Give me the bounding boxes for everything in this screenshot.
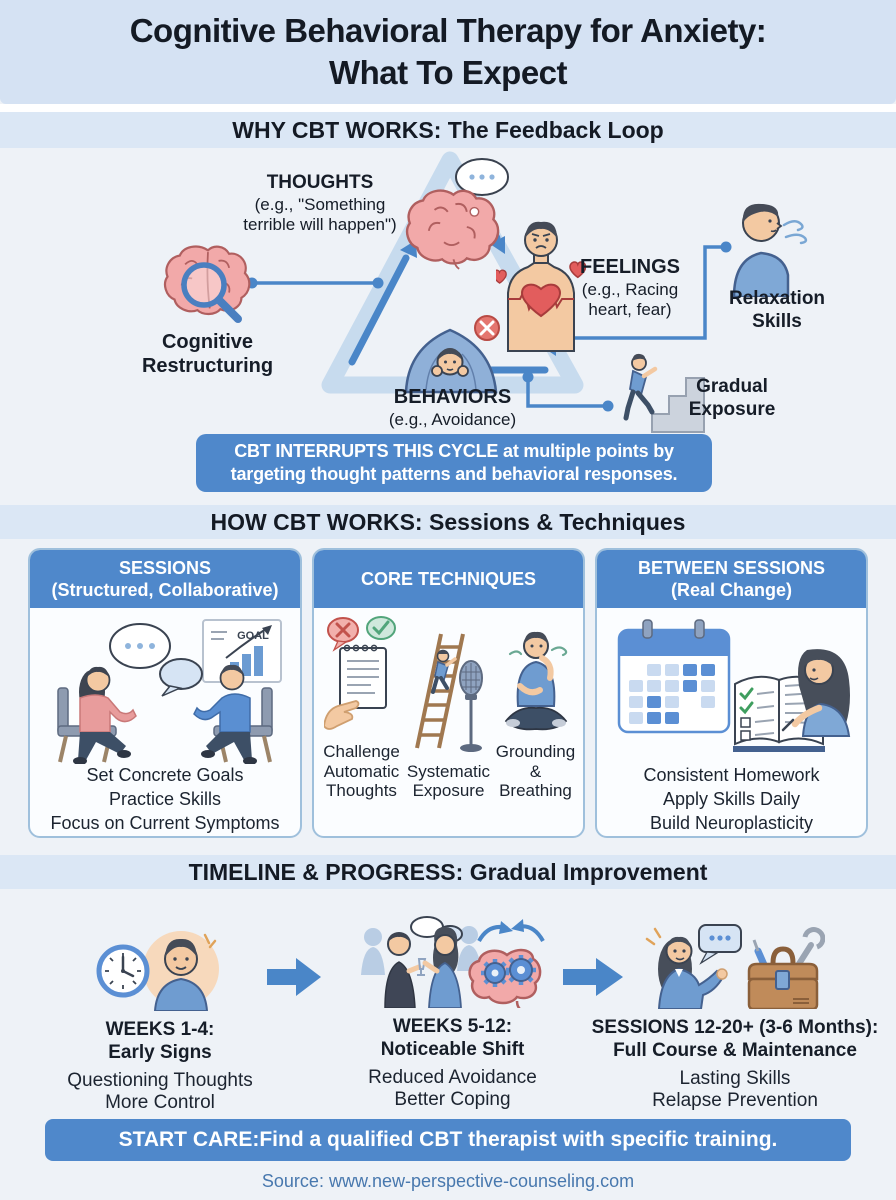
technique-exposure: Systematic Exposure — [405, 628, 491, 801]
spacer — [0, 497, 896, 505]
heart-icon — [520, 283, 562, 318]
start-care-rest: Find a qualified CBT therapist with spec… — [259, 1128, 778, 1151]
section-heading-loop: WHY CBT WORKS: The Feedback Loop — [0, 112, 896, 148]
calendar-icon — [617, 619, 730, 734]
separator — [0, 104, 896, 112]
technique-grounding: Grounding & Breathing — [492, 624, 578, 801]
milestone1-points: Questioning Thoughts More Control — [67, 1069, 253, 1114]
card-sessions-title: SESSIONS (Structured, Collaborative) — [30, 550, 300, 608]
timeline-section: WEEKS 1-4: Early Signs Questioning Thoug… — [0, 889, 896, 1117]
card-core-techniques: CORE TECHNIQUES — [312, 548, 585, 838]
social-brain-icon — [360, 916, 545, 1008]
milestone1-heading: WEEKS 1-4: Early Signs — [105, 1019, 215, 1063]
blanket-person-icon — [404, 315, 500, 394]
card-sessions: SESSIONS (Structured, Collaborative) GOA… — [28, 548, 302, 838]
start-care-strong: START CARE: — [118, 1128, 260, 1151]
writing-woman-icon — [781, 649, 850, 737]
footer-section: START CARE: Find a qualified CBT therapi… — [0, 1117, 896, 1200]
thoughts-title: THOUGHTS — [266, 172, 374, 193]
clock-person-icon — [96, 931, 219, 1011]
cycle-interrupt-banner: CBT INTERRUPTS THIS CYCLE at multiple po… — [196, 434, 712, 492]
feelings-person-icon — [496, 221, 586, 352]
right-arrow-icon — [563, 958, 623, 996]
page-title-line1: Cognitive Behavioral Therapy for Anxiety… — [129, 11, 767, 49]
feelings-title: FEELINGS — [579, 256, 680, 278]
behaviors-title: BEHAVIORS — [393, 386, 512, 408]
banner-strong: CBT INTERRUPTS THIS CYCLE — [234, 440, 499, 461]
ladder-climb-icon — [414, 633, 483, 752]
gradual-exposure-label: Gradual Exposure — [688, 376, 776, 421]
meditating-person-icon — [504, 631, 567, 731]
feelings-example: (e.g., Racing heart, fear) — [581, 280, 679, 320]
person-bust-icon — [153, 933, 216, 1011]
milestone-sessions-12-20: SESSIONS 12-20+ (3-6 Months): Full Cours… — [580, 923, 890, 1113]
brain-gears-icon — [467, 919, 545, 1008]
stairs-climb-icon — [623, 353, 705, 433]
source-link[interactable]: Source: www.new-perspective-counseling.c… — [261, 1171, 635, 1191]
therapy-session-icon: GOAL — [57, 619, 282, 764]
x-bubble-icon — [326, 617, 359, 652]
technique-challenge: Challenge Automatic Thoughts — [318, 614, 404, 801]
milestone-weeks-1-4: WEEKS 1-4: Early Signs Questioning Thoug… — [28, 927, 292, 1115]
card-between-title: BETWEEN SESSIONS (Real Change) — [597, 550, 866, 608]
relaxation-skills-label: Relaxation Skills — [728, 288, 826, 333]
svg-text:GOAL: GOAL — [237, 630, 269, 642]
milestone2-heading: WEEKS 5-12: Noticeable Shift — [380, 1016, 525, 1060]
start-care-banner: START CARE: Find a qualified CBT therapi… — [45, 1119, 851, 1161]
milestone3-heading: SESSIONS 12-20+ (3-6 Months): Full Cours… — [591, 1017, 879, 1061]
x-badge-icon — [474, 315, 500, 341]
milestone2-points: Reduced Avoidance Better Coping — [368, 1066, 537, 1111]
milestone3-points: Lasting Skills Relapse Prevention — [652, 1067, 818, 1112]
technique-challenge-label: Challenge Automatic Thoughts — [323, 742, 400, 801]
right-arrow-icon — [267, 958, 321, 996]
behaviors-label: BEHAVIORS (e.g., Avoidance) — [350, 386, 555, 430]
check-bubble-icon — [365, 616, 396, 640]
milestone-weeks-5-12: WEEKS 5-12: Noticeable Shift Reduced Avo… — [330, 915, 575, 1112]
goal-chart-icon: GOAL — [202, 619, 282, 683]
toolbox-icon — [747, 927, 825, 1009]
cognitive-restructuring-label: Cognitive Restructuring — [141, 331, 274, 378]
clock-icon — [96, 944, 149, 998]
thoughts-example: (e.g., "Something terrible will happen") — [243, 195, 397, 235]
card-between-sessions: BETWEEN SESSIONS (Real Change) — [595, 548, 868, 838]
microphone-icon — [458, 659, 483, 752]
behaviors-example: (e.g., Avoidance) — [388, 410, 517, 429]
feelings-label: FEELINGS (e.g., Racing heart, fear) — [575, 256, 685, 321]
breathing-person-icon — [732, 203, 808, 297]
techniques-row: Challenge Automatic Thoughts — [318, 614, 579, 801]
journal-writing-icon — [617, 619, 850, 752]
woman-toolbox-icon — [645, 924, 825, 1009]
technique-grounding-label: Grounding & Breathing — [495, 742, 576, 801]
title-band: Cognitive Behavioral Therapy for Anxiety… — [0, 0, 896, 104]
magnifier-brain-icon — [164, 245, 251, 323]
brain-shape — [406, 189, 500, 270]
notepad-hand-icon — [323, 616, 396, 730]
thoughts-label: THOUGHTS (e.g., "Something terrible will… — [195, 172, 445, 236]
section-heading-how: HOW CBT WORKS: Sessions & Techniques — [0, 505, 896, 539]
thought-brain-icon — [406, 158, 509, 270]
presenting-woman-icon — [645, 924, 742, 1009]
technique-exposure-label: Systematic Exposure — [406, 761, 491, 801]
small-hearts-icon — [496, 261, 586, 284]
feedback-loop-diagram: THOUGHTS (e.g., "Something terrible will… — [0, 148, 896, 497]
page-title-line2: What To Expect — [328, 54, 568, 91]
card-techniques-title: CORE TECHNIQUES — [314, 550, 583, 608]
card-sessions-points: Set Concrete Goals Practice Skills Focus… — [50, 765, 280, 833]
social-scene-icon — [383, 916, 463, 1008]
section-heading-timeline: TIMELINE & PROGRESS: Gradual Improvement — [0, 855, 896, 889]
banner-rest: at multiple points by targeting thought … — [230, 440, 678, 484]
cards-section: SESSIONS (Structured, Collaborative) GOA… — [0, 539, 896, 855]
card-between-points: Consistent Homework Apply Skills Daily B… — [643, 765, 820, 833]
